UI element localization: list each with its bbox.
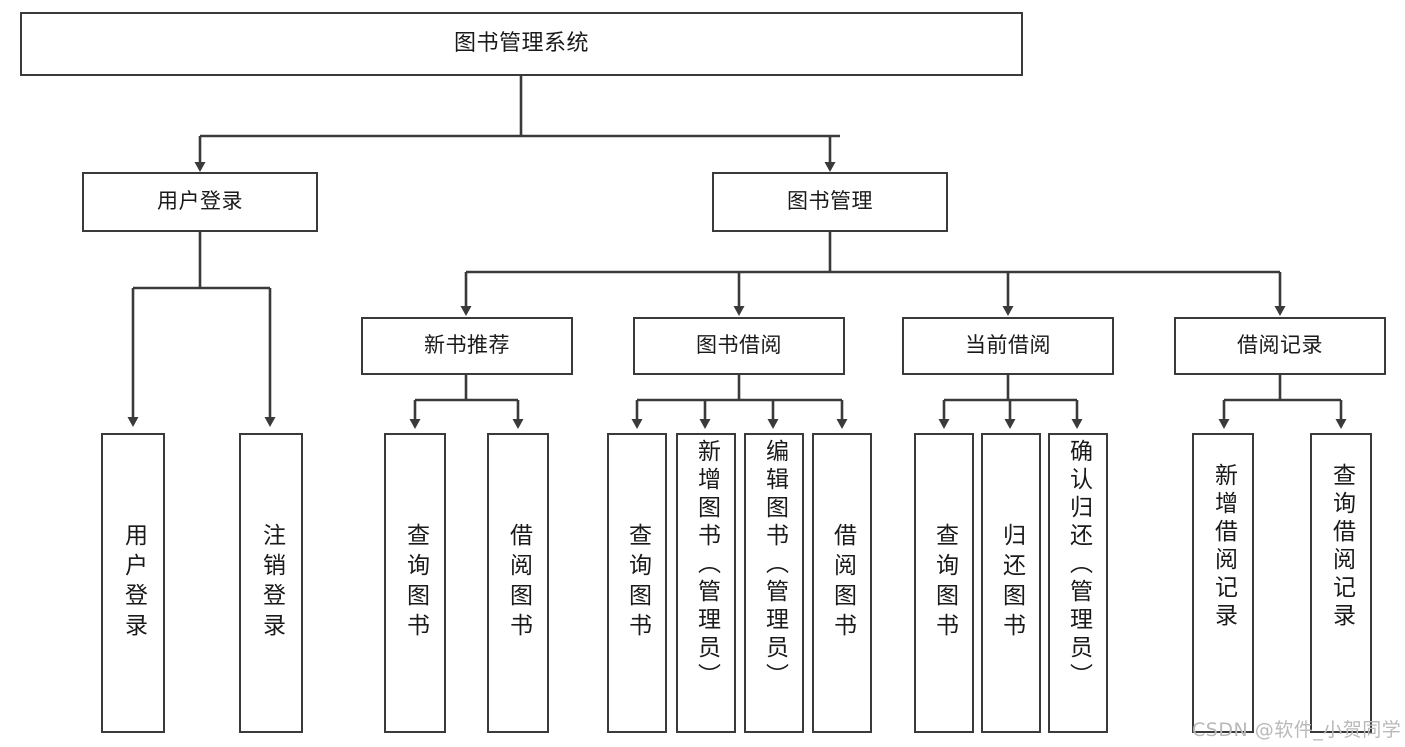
leaf-logout[interactable]: 注销登录 bbox=[239, 433, 303, 733]
node-root[interactable]: 图书管理系统 bbox=[20, 12, 1023, 76]
leaf-logout-label: 注销登录 bbox=[258, 523, 285, 643]
node-book-management[interactable]: 图书管理 bbox=[712, 172, 948, 232]
node-user-login[interactable]: 用户登录 bbox=[82, 172, 318, 232]
node-book-borrow-label: 图书借阅 bbox=[696, 333, 782, 358]
leaf-query-book-new-label: 查询图书 bbox=[402, 523, 429, 643]
leaf-confirm-return-admin[interactable]: 确认归还（管理员） bbox=[1048, 433, 1108, 733]
leaf-add-borrow-record-label: 新增借阅记录 bbox=[1210, 463, 1237, 631]
leaf-borrow-book-borrow[interactable]: 借阅图书 bbox=[812, 433, 872, 733]
node-book-borrow[interactable]: 图书借阅 bbox=[633, 317, 845, 375]
leaf-confirm-return-admin-label: 确认归还（管理员） bbox=[1065, 439, 1092, 691]
node-borrow-record[interactable]: 借阅记录 bbox=[1174, 317, 1386, 375]
leaf-query-book-current-label: 查询图书 bbox=[931, 523, 958, 643]
leaf-user-login[interactable]: 用户登录 bbox=[101, 433, 165, 733]
leaf-edit-book-admin[interactable]: 编辑图书（管理员） bbox=[744, 433, 804, 733]
leaf-query-borrow-record-label: 查询借阅记录 bbox=[1328, 463, 1355, 631]
leaf-return-book-label: 归还图书 bbox=[998, 523, 1025, 643]
leaf-query-book-new[interactable]: 查询图书 bbox=[384, 433, 446, 733]
leaf-add-book-admin[interactable]: 新增图书（管理员） bbox=[676, 433, 736, 733]
leaf-borrow-book-borrow-label: 借阅图书 bbox=[829, 523, 856, 643]
leaf-query-book-borrow-label: 查询图书 bbox=[624, 523, 651, 643]
watermark-text: CSDN @软件_小贺同学 bbox=[1192, 719, 1402, 741]
leaf-borrow-book-new[interactable]: 借阅图书 bbox=[487, 433, 549, 733]
node-borrow-record-label: 借阅记录 bbox=[1237, 333, 1323, 358]
leaf-query-book-current[interactable]: 查询图书 bbox=[914, 433, 974, 733]
leaf-user-login-label: 用户登录 bbox=[120, 523, 147, 643]
node-new-book-recommend-label: 新书推荐 bbox=[424, 333, 510, 358]
node-root-label: 图书管理系统 bbox=[453, 31, 589, 57]
leaf-borrow-book-new-label: 借阅图书 bbox=[505, 523, 532, 643]
leaf-add-borrow-record[interactable]: 新增借阅记录 bbox=[1192, 433, 1254, 733]
leaf-query-book-borrow[interactable]: 查询图书 bbox=[607, 433, 667, 733]
node-book-management-label: 图书管理 bbox=[787, 189, 873, 214]
leaf-edit-book-admin-label: 编辑图书（管理员） bbox=[761, 439, 788, 691]
node-user-login-label: 用户登录 bbox=[157, 189, 243, 214]
node-new-book-recommend[interactable]: 新书推荐 bbox=[361, 317, 573, 375]
leaf-return-book[interactable]: 归还图书 bbox=[981, 433, 1041, 733]
node-current-borrow-label: 当前借阅 bbox=[965, 333, 1051, 358]
leaf-query-borrow-record[interactable]: 查询借阅记录 bbox=[1310, 433, 1372, 733]
node-current-borrow[interactable]: 当前借阅 bbox=[902, 317, 1114, 375]
leaf-add-book-admin-label: 新增图书（管理员） bbox=[693, 439, 720, 691]
